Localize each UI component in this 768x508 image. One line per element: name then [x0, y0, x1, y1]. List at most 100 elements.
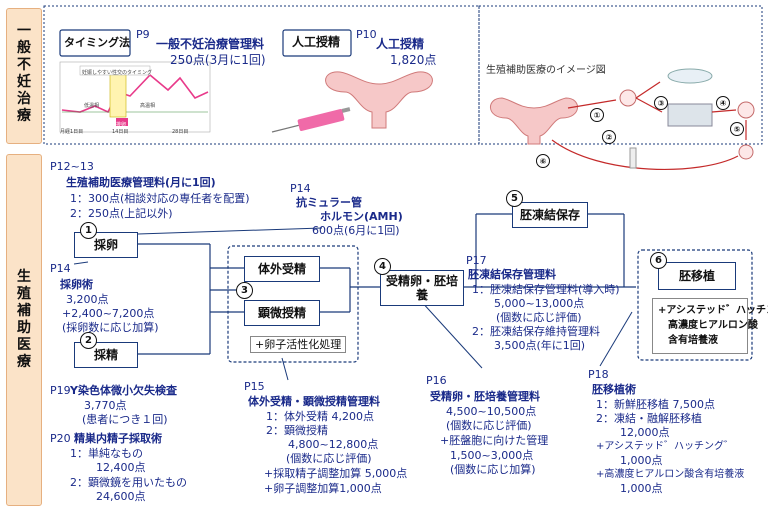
p18-page: P18 — [588, 368, 609, 381]
p20-page: P20 — [50, 432, 71, 445]
p19-line-2: (患者につき１回) — [82, 413, 168, 426]
p16-page: P16 — [426, 374, 447, 387]
transfer-addon-box — [652, 298, 748, 354]
insemination-fee: 1,820点 — [390, 53, 437, 67]
image-step-4: ④ — [716, 96, 730, 110]
image-step-2: ② — [602, 130, 616, 144]
image-step-3: ③ — [654, 96, 668, 110]
syringe-icon — [271, 107, 351, 133]
p17-title: 胚凍結保存管理料 — [468, 268, 556, 281]
transfer-addon-2: 高濃度ヒアルロン酸 — [668, 320, 758, 331]
icsi-num: 3 — [236, 282, 253, 299]
p15-line-6: +卵子調整加算1,000点 — [264, 482, 382, 495]
sperm-num: 2 — [80, 332, 97, 349]
p18-line-6: +高濃度ヒアルロン酸含有培養液 — [596, 469, 745, 480]
p17-line-2: 5,000~13,000点 — [494, 297, 585, 310]
p15-line-2: 2：顕微授精 — [266, 424, 328, 437]
egg-title: 採卵術 — [60, 278, 93, 291]
side-label-char: 妊 — [17, 74, 31, 90]
mgmt-page: P12~13 — [50, 160, 94, 173]
transfer-num: 6 — [650, 252, 667, 269]
insemination-fee-name: 人工授精 — [376, 37, 425, 51]
p18-line-7: 1,000点 — [620, 482, 663, 495]
egg-num: 1 — [80, 222, 97, 239]
p20-line-4: 24,600点 — [96, 490, 146, 503]
egg-page: P14 — [50, 262, 71, 275]
p19-line-1: 3,770点 — [84, 399, 127, 412]
p15-line-3: 4,800~12,800点 — [288, 438, 379, 451]
insemination-label: 人工授精 — [292, 35, 341, 49]
side-label-char: 療 — [17, 354, 31, 370]
chart-day-28: 28日目 — [172, 129, 189, 135]
egg-line-2: +2,400~7,200点 — [62, 307, 155, 320]
side-label-char: 助 — [17, 320, 31, 336]
culture-box: 受精卵・胚培養 — [380, 270, 464, 306]
side-label-char: 医 — [17, 337, 31, 353]
p15-line-4: (個数に応じ評価) — [286, 452, 372, 465]
p19-page: P19 — [50, 384, 71, 397]
p20-line-3: 2：顕微鏡を用いたもの — [70, 476, 187, 489]
transfer-addon-1: +アシステッド゛ハッチング゛ — [658, 305, 768, 316]
p15-line-1: 1：体外受精 4,200点 — [266, 410, 374, 423]
amh-page: P14 — [290, 182, 311, 195]
sperm-collection-box: 採精 — [74, 342, 138, 368]
mgmt-item-1: 1：300点(相談対応の専任者を配置) — [70, 192, 250, 205]
side-label-char: 一 — [17, 23, 31, 39]
p16-line-4: 1,500~3,000点 — [450, 449, 534, 462]
p18-line-5: 1,000点 — [620, 454, 663, 467]
transfer-addon-3: 含有培養液 — [668, 335, 718, 346]
chart-label-ovulation: 排卵 — [116, 122, 127, 128]
p18-line-3: 12,000点 — [620, 426, 670, 439]
mgmt-title: 生殖補助医療管理料(月に1回) — [66, 176, 216, 189]
image-step-6: ⑥ — [536, 154, 550, 168]
p20-title: 精巣内精子採取術 — [74, 432, 162, 445]
egg-line-3: (採卵数に応じ加算) — [62, 321, 159, 334]
p20-line-2: 12,400点 — [96, 461, 146, 474]
p18-title: 胚移植術 — [592, 383, 636, 396]
egg-line-1: 3,200点 — [66, 293, 109, 306]
p16-title: 受精卵・胚培養管理料 — [430, 390, 540, 403]
p15-line-5: +採取精子調整加算 5,000点 — [264, 467, 408, 480]
chart-label-high: 高温相 — [140, 103, 156, 109]
amh-line2: ホルモン(AMH) — [320, 210, 403, 223]
p17-line-1: 1：胚凍結保存管理料(導入時) — [472, 283, 620, 296]
p15-page: P15 — [244, 380, 265, 393]
p18-line-1: 1：新鮮胚移植 7,500点 — [596, 398, 715, 411]
culture-num: 4 — [374, 258, 391, 275]
freeze-box: 胚凍結保存 — [512, 202, 588, 228]
ivf-image — [490, 68, 755, 170]
uterus-illustration — [325, 71, 433, 129]
p16-line-5: (個数に応じ加算) — [450, 463, 536, 476]
chart-day-14: 14日目 — [112, 129, 129, 135]
amh-line1: 抗ミュラー管 — [296, 196, 362, 209]
amh-fee: 600点(6月に1回) — [312, 224, 400, 237]
icsi-box: 顕微授精 — [244, 300, 320, 326]
p17-line-4: 2：胚凍結保存維持管理料 — [472, 325, 600, 338]
oocyte-activation: +卵子活性化処理 — [250, 336, 347, 353]
ivf-box: 体外受精 — [244, 256, 320, 282]
image-step-1: ① — [590, 108, 604, 122]
p16-line-2: (個数に応じ評価) — [446, 419, 532, 432]
side-label-char: 補 — [17, 303, 31, 319]
p19-title: Y染色体微小欠失検査 — [70, 384, 177, 397]
p20-line-1: 1：単純なもの — [70, 447, 143, 460]
side-label-assisted: 生殖補助医療 — [6, 154, 42, 506]
timing-fee: 250点(3月に1回) — [170, 53, 266, 67]
image-title: 生殖補助医療のイメージ図 — [486, 65, 606, 76]
chart-note: 妊娠しやすい性交のタイミング — [82, 70, 152, 76]
side-label-char: 不 — [17, 57, 31, 73]
side-label-char: 生 — [17, 269, 31, 285]
chart-label-low: 低温相 — [84, 103, 100, 109]
timing-fee-name: 一般不妊治療管理料 — [156, 37, 265, 51]
image-step-5: ⑤ — [730, 122, 744, 136]
p16-line-1: 4,500~10,500点 — [446, 405, 537, 418]
side-label-general-text: 一般不妊治療 — [7, 9, 41, 125]
freeze-num: 5 — [506, 190, 523, 207]
transfer-box: 胚移植 — [658, 262, 736, 290]
side-label-char: 殖 — [17, 286, 31, 302]
timing-label: タイミング法 — [64, 36, 130, 49]
side-label-char: 療 — [17, 108, 31, 124]
side-label-char: 般 — [17, 40, 31, 56]
p15-title: 体外受精・顕微授精管理料 — [248, 395, 380, 408]
